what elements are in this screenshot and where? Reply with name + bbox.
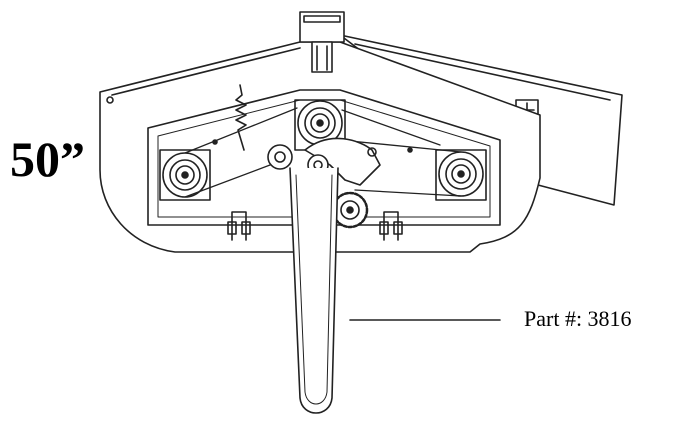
center-spindle-pulley: [294, 99, 346, 151]
chute-inner-line: [354, 43, 611, 101]
right-deck-bracket: [379, 211, 403, 241]
tension-spring: [235, 84, 247, 151]
drive-belt: [184, 107, 462, 198]
left-spindle-pulley: [159, 149, 211, 201]
idler-pulley: [267, 144, 293, 170]
idler-arm: [304, 137, 381, 186]
part-number-label: Part #: 3816: [524, 306, 632, 331]
left-deck-bracket: [227, 211, 251, 241]
belt-cover-outline: [147, 89, 501, 226]
deck-rim-line: [111, 47, 301, 96]
deck-size-label: 50”: [10, 131, 85, 187]
gear-pulley: [331, 191, 369, 229]
drive-handle: [289, 167, 339, 414]
